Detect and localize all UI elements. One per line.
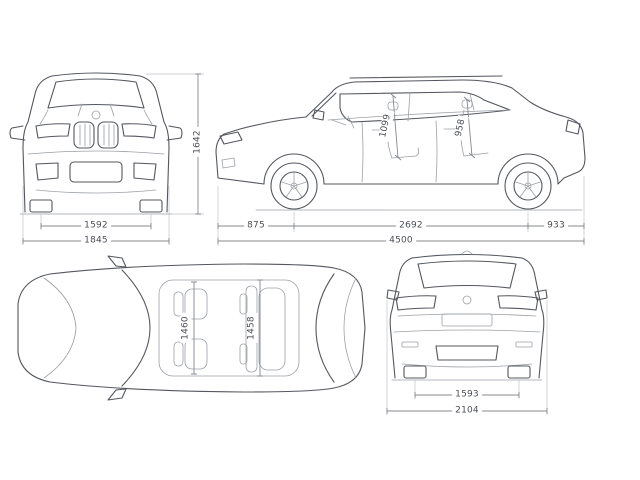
rear-left-wheel [403,365,427,379]
side-rear-wheel [504,162,552,210]
rear-right-mirror [534,289,548,301]
rear-left-mirror [386,289,400,301]
side-front-wheel [270,162,318,210]
roof-antenna-fin [461,250,473,255]
front-view: 1592 1845 1642 [6,66,211,256]
front-left-wheel [29,199,53,213]
top-view-drawing [17,255,366,401]
dim-width-with-mirrors-label: 2104 [452,405,482,417]
side-view: 1099 958 875 2692 933 4500 [212,60,622,255]
panoramic-roof [158,279,300,377]
dim-rear-overhang-label: 933 [544,220,568,232]
rear-car-outline [386,250,548,381]
top-left-mirror [107,255,127,268]
brand-roundel-rear [462,295,472,305]
rear-view: 1593 2104 [378,246,568,431]
rear-right-wheel [507,365,531,379]
front-car-outline [9,72,183,215]
top-car-outline [17,255,366,401]
dim-rear-interior-width-label: 1458 [246,313,258,343]
front-right-wheel [139,199,163,213]
dim-height-label: 1642 [192,127,204,157]
dim-front-track-label: 1592 [81,220,111,232]
side-mirror [312,109,325,121]
brand-roundel-front [91,110,101,120]
side-view-drawing [215,75,586,246]
front-dimension-lines [22,73,204,245]
front-view-drawing [9,72,204,245]
side-car-outline [215,75,586,211]
dim-front-interior-width-label: 1460 [180,313,192,343]
rear-view-drawing [386,250,548,415]
dim-overall-width-label: 1845 [81,235,111,247]
rear-dimension-lines [386,300,548,415]
top-view: 1460 1458 [4,254,384,409]
dim-rear-track-label: 1593 [452,389,482,401]
dim-front-overhang-label: 875 [244,220,268,232]
dim-overall-length-label: 4500 [386,235,416,247]
top-dimension-lines [191,279,263,377]
dim-wheelbase-label: 2692 [396,220,426,232]
top-right-mirror [107,388,127,401]
